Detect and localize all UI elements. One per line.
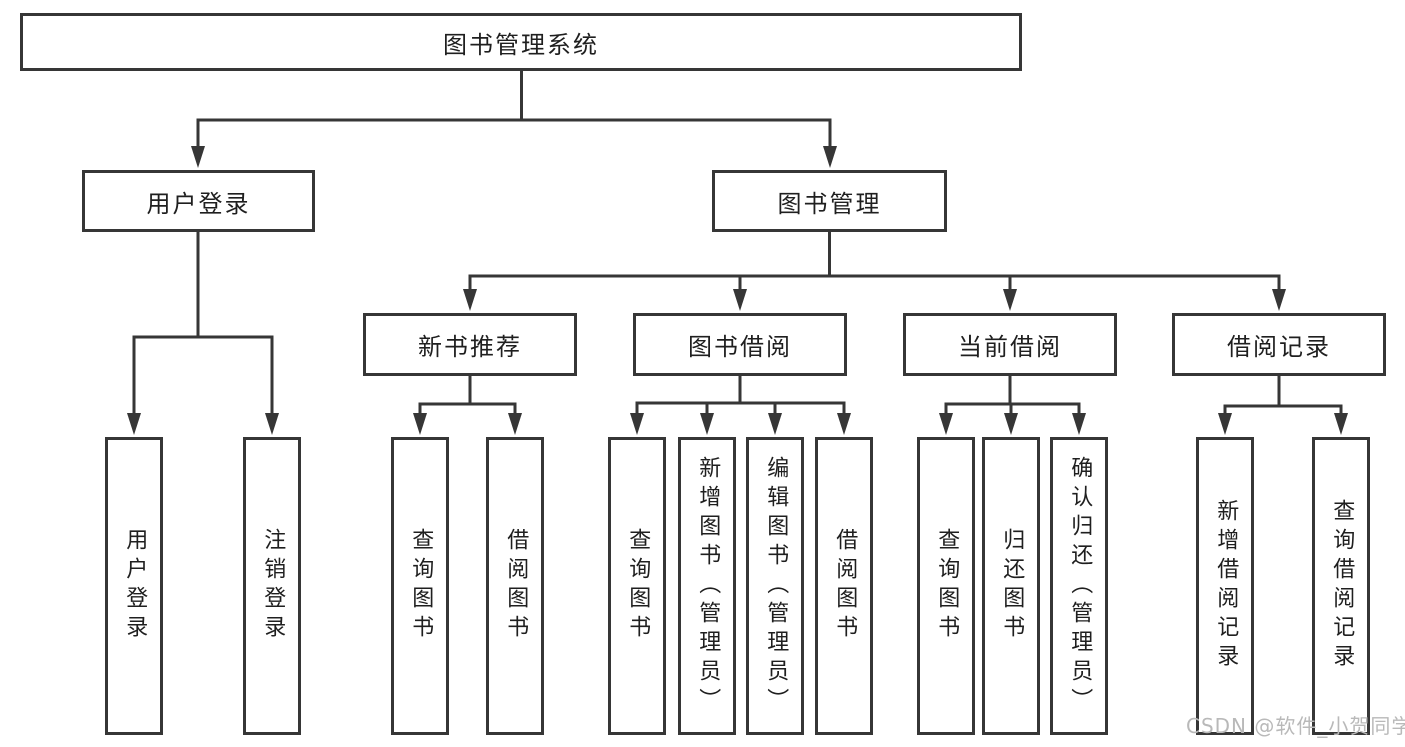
- leaf-borrow-books: 借阅图书: [815, 437, 873, 735]
- arrowhead: [508, 413, 522, 435]
- node-label: 查询图书: [934, 528, 960, 644]
- leaf-return-books: 归还图书: [982, 437, 1040, 735]
- node-label: 查询借阅记录: [1329, 499, 1355, 673]
- arrowhead: [1003, 289, 1017, 311]
- leaf-user-login: 用户登录: [105, 437, 163, 735]
- node-label: 图书管理: [777, 189, 882, 218]
- node-book-borrowing: 图书借阅: [633, 313, 847, 376]
- arrowhead: [463, 289, 477, 311]
- leaf-newbooks-borrow-books: 借阅图书: [486, 437, 544, 735]
- arrowhead: [127, 413, 141, 435]
- arrowhead: [1334, 413, 1348, 435]
- node-label: 当前借阅: [958, 333, 1062, 361]
- arrowhead: [837, 413, 851, 435]
- node-new-book-recommend: 新书推荐: [363, 313, 577, 376]
- arrowhead: [1072, 413, 1086, 435]
- leaf-add-borrow-record: 新增借阅记录: [1196, 437, 1254, 735]
- node-label: 新书推荐: [418, 333, 522, 361]
- node-label: 借阅图书: [503, 528, 529, 644]
- leaf-edit-books-admin: 编辑图书（管理员）: [746, 437, 804, 735]
- arrowhead: [413, 413, 427, 435]
- connector-userlogin-tee: [132, 232, 274, 417]
- node-label: 图书管理系统: [443, 30, 599, 59]
- arrowhead: [768, 413, 782, 435]
- node-book-management: 图书管理: [712, 170, 947, 232]
- node-label: 图书借阅: [688, 333, 792, 361]
- arrowhead: [191, 146, 205, 168]
- connector-bookborrow-tee: [635, 376, 846, 417]
- node-label: 查询图书: [625, 528, 651, 644]
- node-label: 用户登录: [122, 528, 148, 644]
- node-label: 归还图书: [999, 528, 1025, 644]
- connector-newbooks-tee: [418, 376, 517, 417]
- node-label: 用户登录: [146, 189, 251, 218]
- leaf-logout: 注销登录: [243, 437, 301, 735]
- node-label: 借阅图书: [832, 528, 858, 644]
- node-label: 查询图书: [408, 528, 434, 644]
- node-label: 新增图书（管理员）: [695, 455, 721, 717]
- leaf-borrowing-query-books: 查询图书: [608, 437, 666, 735]
- arrowhead: [939, 413, 953, 435]
- node-label: 借阅记录: [1227, 333, 1331, 361]
- connector-bookmgmt-tee: [468, 274, 1281, 293]
- connector-currentborrow-tee: [944, 376, 1081, 417]
- node-label: 编辑图书（管理员）: [763, 455, 789, 717]
- csdn-watermark: CSDN @软件_小贺同学: [1186, 714, 1405, 738]
- arrowhead: [823, 146, 837, 168]
- node-label: 新增借阅记录: [1213, 499, 1239, 673]
- arrowhead: [1218, 413, 1232, 435]
- node-label: 注销登录: [260, 528, 286, 644]
- node-borrowing-records: 借阅记录: [1172, 313, 1386, 376]
- node-root-library-system: 图书管理系统: [20, 13, 1022, 71]
- arrowhead: [733, 289, 747, 311]
- arrowhead: [1272, 289, 1286, 311]
- leaf-query-borrow-record: 查询借阅记录: [1312, 437, 1370, 735]
- node-user-login: 用户登录: [82, 170, 315, 232]
- connector-borrowrecords-tee: [1223, 376, 1343, 417]
- leaf-current-query-books: 查询图书: [917, 437, 975, 735]
- node-current-borrowing: 当前借阅: [903, 313, 1117, 376]
- arrowhead: [700, 413, 714, 435]
- arrowhead: [265, 413, 279, 435]
- connector-root-tee: [196, 118, 832, 150]
- arrowhead: [630, 413, 644, 435]
- node-label: 确认归还（管理员）: [1067, 455, 1093, 717]
- leaf-add-books-admin: 新增图书（管理员）: [678, 437, 736, 735]
- leaf-confirm-return-admin: 确认归还（管理员）: [1050, 437, 1108, 735]
- arrowhead: [1004, 413, 1018, 435]
- leaf-newbooks-query-books: 查询图书: [391, 437, 449, 735]
